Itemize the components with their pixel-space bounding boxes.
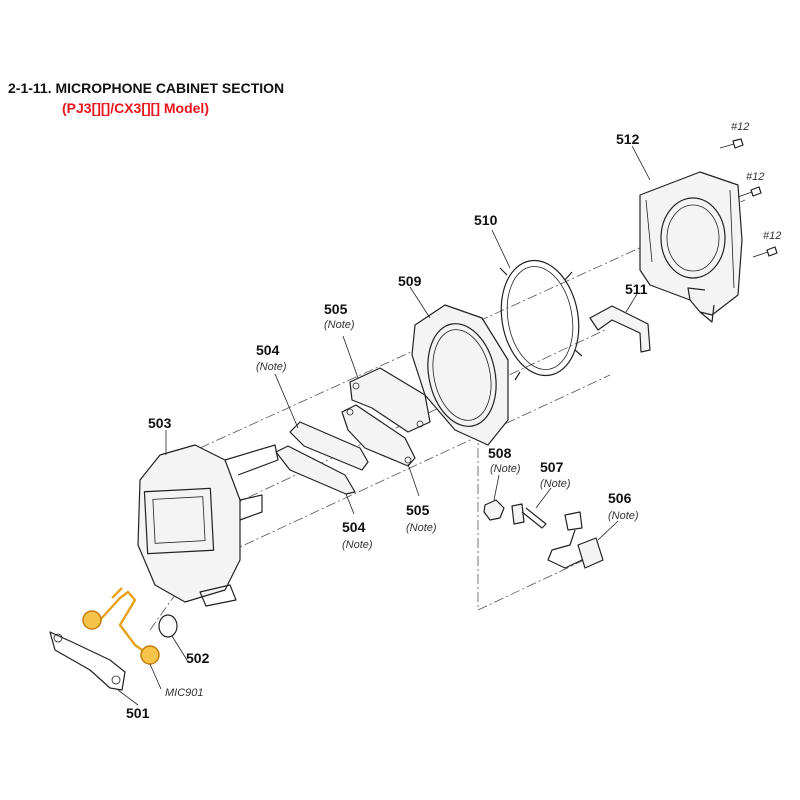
screw-label-1: #12	[731, 121, 749, 133]
screw-icon	[752, 246, 778, 258]
part-number-504-lower: 504	[342, 519, 366, 535]
note-505-lower: (Note)	[406, 522, 437, 534]
part-number-510: 510	[474, 212, 498, 228]
part-504-lower	[275, 445, 356, 495]
screw-icon	[719, 138, 744, 149]
note-504-lower: (Note)	[342, 539, 373, 551]
note-504-upper: (Note)	[256, 361, 287, 373]
part-511-bracket	[589, 305, 651, 353]
screw-label-2: #12	[746, 171, 764, 183]
mic901-highlight	[82, 587, 160, 665]
part-number-505-upper: 505	[324, 301, 348, 317]
screw-icon	[737, 186, 762, 198]
part-number-508: 508	[488, 445, 512, 461]
part-number-501: 501	[126, 705, 150, 721]
part-508-connector	[483, 499, 505, 521]
part-503-cabinet	[137, 444, 279, 607]
section-title: 2-1-11. MICROPHONE CABINET SECTION	[8, 80, 285, 96]
note-505-upper: (Note)	[324, 319, 355, 331]
part-506-harness	[547, 511, 604, 569]
part-number-509: 509	[398, 273, 422, 289]
part-507-shaft	[511, 503, 547, 529]
part-501-holder	[49, 631, 126, 691]
part-505-lower	[341, 404, 416, 467]
part-509-frame	[411, 304, 509, 446]
component-label-mic901: MIC901	[165, 687, 204, 699]
part-510-ring	[499, 259, 583, 381]
part-number-512: 512	[616, 131, 640, 147]
part-number-506: 506	[608, 490, 632, 506]
note-507: (Note)	[540, 478, 571, 490]
part-number-504-upper: 504	[256, 342, 280, 358]
part-505-upper	[349, 367, 431, 433]
part-number-507: 507	[540, 459, 564, 475]
screw-label-3: #12	[763, 230, 781, 242]
note-508: (Note)	[490, 463, 521, 475]
part-504-upper	[289, 421, 369, 471]
part-502-ring	[158, 614, 178, 638]
model-subtitle: (PJ3[][]/CX3[][] Model)	[62, 100, 209, 116]
part-number-503: 503	[148, 415, 172, 431]
leader-lines	[117, 145, 651, 706]
part-512-plate	[639, 171, 743, 323]
part-number-505-lower: 505	[406, 502, 430, 518]
note-506: (Note)	[608, 510, 639, 522]
part-number-511: 511	[625, 281, 648, 297]
part-number-502: 502	[186, 650, 210, 666]
